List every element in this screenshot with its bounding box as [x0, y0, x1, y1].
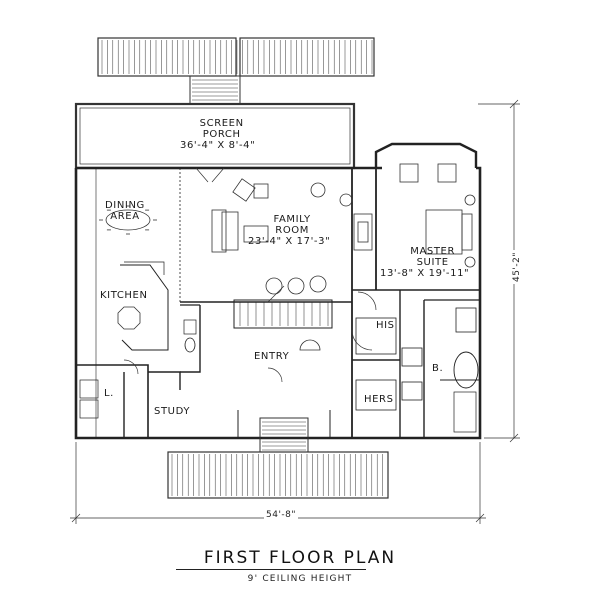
master-size: 13'-8" X 19'-11": [380, 268, 470, 279]
dining-name-1: DINING: [105, 200, 145, 211]
doors: [123, 167, 377, 383]
hers-closet-label: HERS: [364, 394, 394, 405]
plan-title: FIRST FLOOR PLAN: [203, 548, 397, 568]
furniture: [99, 163, 476, 351]
family-room-label: FAMILY ROOM 23'-4" X 17'-3": [248, 214, 330, 247]
overall-depth-dimension: 45'-2": [512, 249, 523, 285]
study-label: STUDY: [154, 406, 191, 417]
master-name-1: MASTER: [410, 246, 456, 257]
master-suite-label: MASTER SUITE 13'-8" X 19'-11": [380, 246, 469, 279]
dining-area-label: DINING AREA: [105, 200, 145, 222]
bath-label: B.: [432, 363, 444, 374]
family-size: 23'-4" X 17'-3": [248, 236, 331, 247]
screen-porch-size: 36'-4" X 8'-4": [180, 140, 256, 151]
family-name-2: ROOM: [275, 225, 309, 236]
family-name-1: FAMILY: [273, 214, 311, 225]
screen-porch-name-1: SCREEN: [199, 118, 244, 129]
front-porch: [167, 417, 389, 499]
kitchen-label: KITCHEN: [100, 290, 148, 301]
title-underline: [176, 569, 366, 570]
overall-width-dimension: 54'-8": [264, 510, 299, 520]
master-name-2: SUITE: [416, 257, 449, 268]
rear-deck: [97, 37, 375, 105]
screen-porch-label: SCREEN PORCH 36'-4" X 8'-4": [180, 118, 255, 151]
screen-porch-name-2: PORCH: [202, 129, 241, 140]
entry-label: ENTRY: [254, 351, 290, 362]
his-closet-label: HIS: [376, 320, 395, 331]
dining-name-2: AREA: [110, 211, 140, 222]
plan-subtitle: 9' CEILING HEIGHT: [247, 574, 353, 584]
laundry-label: L.: [104, 388, 114, 399]
